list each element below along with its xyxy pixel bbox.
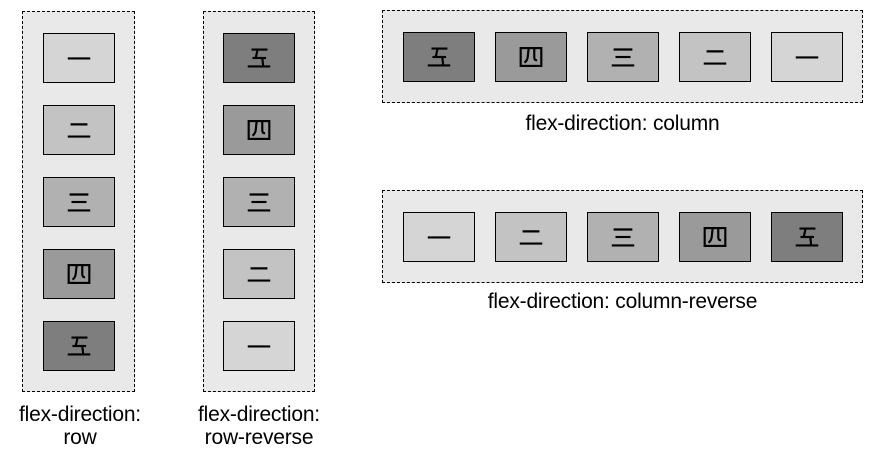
flex-item bbox=[402, 211, 475, 262]
flex-item bbox=[586, 211, 659, 262]
flex-container-column-reverse bbox=[382, 190, 863, 283]
numeral-two-glyph bbox=[67, 122, 90, 138]
flex-item bbox=[223, 176, 295, 227]
caption-line: flex-direction: column bbox=[525, 112, 720, 135]
numeral-four-glyph bbox=[519, 46, 542, 67]
flex-item bbox=[223, 248, 295, 299]
numeral-one-glyph bbox=[67, 56, 90, 60]
numeral-three-glyph bbox=[67, 192, 90, 212]
numeral-five-glyph bbox=[67, 335, 90, 356]
caption-column: flex-direction: column bbox=[382, 112, 863, 135]
flex-container-row-reverse bbox=[203, 11, 315, 392]
numeral-four-glyph bbox=[703, 226, 726, 247]
numeral-five-glyph bbox=[795, 226, 818, 247]
numeral-three-glyph bbox=[611, 227, 634, 247]
flex-item bbox=[770, 211, 843, 262]
numeral-one-glyph bbox=[427, 235, 450, 239]
numeral-four-glyph bbox=[67, 263, 90, 284]
flex-item bbox=[42, 248, 115, 299]
flex-item bbox=[678, 31, 751, 82]
numeral-one-glyph bbox=[247, 344, 271, 348]
caption-row: flex-direction: row bbox=[0, 403, 160, 449]
numeral-five-glyph bbox=[427, 46, 450, 67]
caption-line: row-reverse bbox=[204, 426, 314, 449]
flex-item bbox=[586, 31, 659, 82]
caption-column-reverse: flex-direction: column-reverse bbox=[382, 290, 863, 313]
numeral-two-glyph bbox=[519, 229, 542, 245]
flex-item bbox=[678, 211, 751, 262]
flex-item bbox=[42, 176, 115, 227]
flex-item bbox=[494, 211, 567, 262]
caption-line: row bbox=[63, 426, 97, 449]
numeral-four-glyph bbox=[247, 119, 271, 140]
numeral-two-glyph bbox=[247, 266, 271, 282]
numeral-three-glyph bbox=[247, 192, 271, 212]
caption-line: flex-direction: column-reverse bbox=[487, 290, 758, 313]
flex-item bbox=[223, 320, 295, 371]
numeral-one-glyph bbox=[795, 55, 818, 59]
flex-item bbox=[42, 104, 115, 155]
numeral-five-glyph bbox=[247, 47, 271, 68]
flex-item bbox=[223, 104, 295, 155]
numeral-three-glyph bbox=[611, 47, 634, 67]
flex-item bbox=[402, 31, 475, 82]
flex-container-column bbox=[382, 10, 863, 103]
caption-line: flex-direction: bbox=[198, 403, 320, 426]
caption-line: flex-direction: bbox=[19, 403, 141, 426]
flex-item bbox=[770, 31, 843, 82]
flex-item bbox=[42, 32, 115, 83]
caption-row-reverse: flex-direction: row-reverse bbox=[179, 403, 339, 449]
flex-item bbox=[494, 31, 567, 82]
flex-container-row bbox=[22, 11, 135, 392]
flex-item bbox=[223, 32, 295, 83]
flex-item bbox=[42, 320, 115, 371]
numeral-two-glyph bbox=[703, 49, 726, 65]
